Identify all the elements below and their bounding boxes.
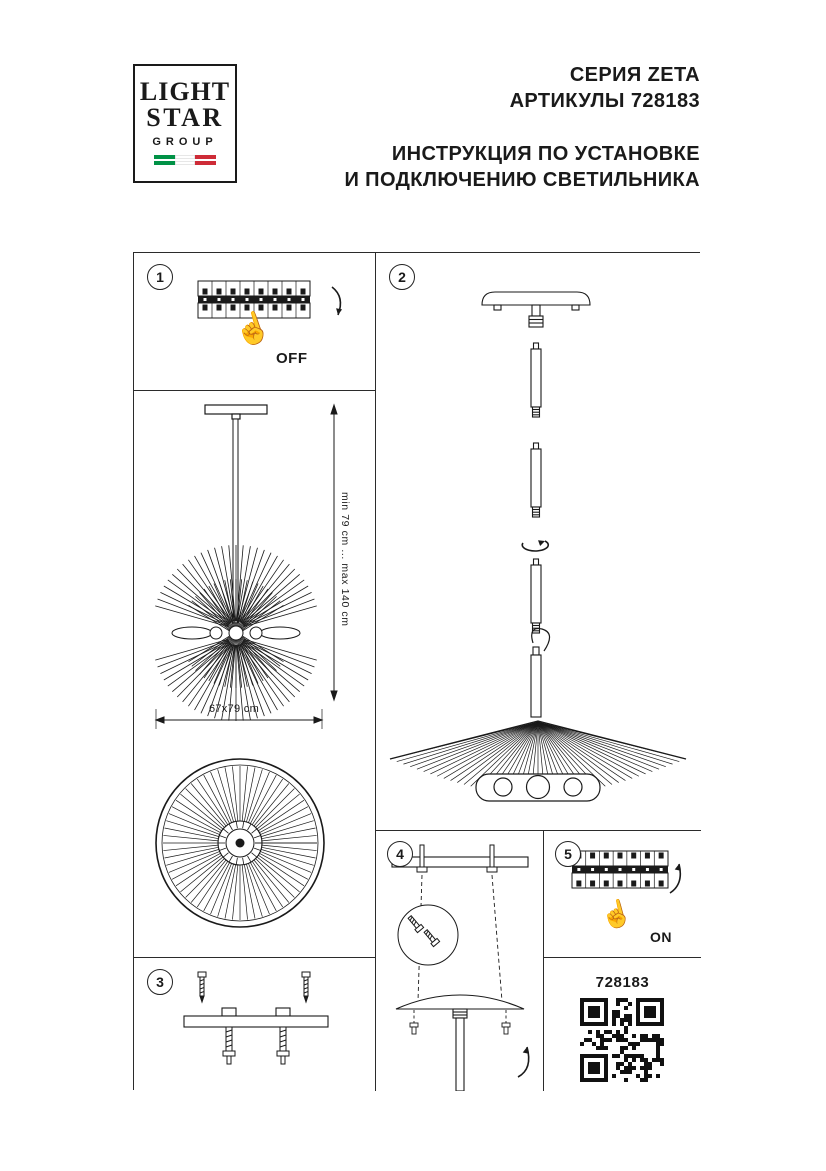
canopy-bolts [409,1010,511,1035]
rotation-arrow-icon [517,1046,530,1078]
qr-panel: 728183 [544,958,701,1091]
step3-badge: 3 [147,969,173,995]
width-dimension-arrow [154,709,324,729]
arrow-up-icon [669,863,682,894]
rod-assembly-drawing [389,291,687,802]
step2-panel: 2 [376,253,701,831]
hand-icon: ☝ [596,895,636,933]
instruction-title-line2: И ПОДКЛЮЧЕНИЮ СВЕТИЛЬНИКА [344,169,700,191]
height-dimension-arrow [330,403,338,702]
instructions-grid: 1 ☝ OFF [133,252,701,1091]
ceiling-screws [197,971,311,1004]
lamp-dimensions-panel: min 79 cm ... max 140 cm 67x79 cm [134,391,376,958]
off-label: OFF [276,350,308,367]
step4-badge: 4 [387,841,413,867]
qr-code [580,998,664,1082]
italy-flag-row [154,161,217,165]
step3-panel: 3 [134,958,376,1091]
suspension-rod [232,418,239,624]
lightstar-logo: LIGHT STAR GROUP [133,64,237,183]
screw-detail-circle [397,904,459,966]
lamp-fan-pleats [155,545,317,721]
arrow-down-icon [331,286,343,316]
italy-flag [154,155,217,165]
bulb-bar [475,773,601,802]
step5-badge: 5 [555,841,581,867]
footprint-label: 67x79 cm [208,703,260,715]
circuit-breaker-icon [571,850,669,889]
ceiling-plate [481,291,591,328]
italy-flag-row [154,155,217,159]
hub-ticks [218,821,262,865]
mount-screws [416,844,498,873]
height-range-label: min 79 cm ... max 140 cm [339,491,351,627]
step4-panel: 4 [376,831,544,1091]
mounting-bracket-drawing [183,971,329,1065]
logo-light: LIGHT [139,77,231,106]
top-view-spokes [163,766,317,920]
logo-group: GROUP [152,136,218,148]
step1-badge: 1 [147,264,173,290]
articles-title: АРТИКУЛЫ 728183 [509,90,700,112]
series-title: СЕРИЯ ZETA [569,64,700,86]
step5-panel: 5 ☝ ON [544,831,701,958]
shade-outline [389,720,687,760]
lamp-hardware [171,625,301,641]
step1-panel: 1 ☝ OFF [134,253,376,391]
rod-segments [530,342,542,634]
circuit-breaker-icon [197,280,311,319]
rotation-arrow-icon [521,540,550,552]
lamp-side-and-top-view-drawing [154,403,338,928]
lamp-top-view [155,758,325,928]
on-label: ON [650,929,672,945]
breaker-off-drawing [197,280,343,319]
canopy-mounting-drawing [391,844,530,1091]
ceiling-bar [204,404,268,420]
article-number: 728183 [595,974,650,991]
wire [531,627,551,652]
instruction-title-line1: ИНСТРУКЦИЯ ПО УСТАНОВКЕ [391,143,700,165]
logo-star: STAR [146,103,224,132]
canopy [395,994,525,1091]
step2-badge: 2 [389,264,415,290]
mounting-bracket [183,1007,329,1028]
lower-rod [530,646,542,718]
hanging-studs [222,1026,290,1065]
ceiling-bar [391,856,529,868]
